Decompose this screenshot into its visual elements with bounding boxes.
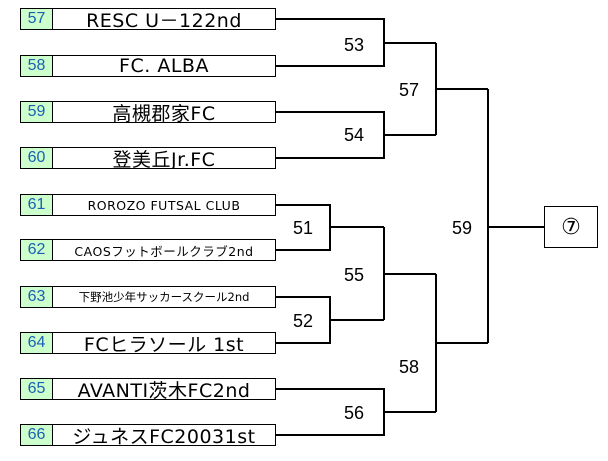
team-name: AVANTI茨木FC2nd [77, 379, 251, 400]
match-number-55: 55 [344, 265, 365, 285]
team-seed: 65 [21, 379, 53, 399]
team-seed: 66 [21, 425, 53, 445]
team-seed: 62 [21, 240, 53, 260]
team-box: 64 FCヒラソール 1st [20, 332, 276, 354]
team-box: 62 CAOSフットボールクラブ2nd [20, 239, 276, 261]
final-result-box: ⑦ [544, 206, 598, 248]
team-seed: 61 [21, 195, 53, 215]
team-name: 登美丘Jr.FC [112, 148, 216, 169]
team-name: RESC U－122nd [86, 9, 242, 30]
team-seed: 63 [21, 287, 53, 307]
team-seed: 58 [21, 56, 53, 76]
team-name: CAOSフットボールクラブ2nd [74, 243, 254, 259]
team-seed: 60 [21, 148, 53, 168]
team-box: 60 登美丘Jr.FC [20, 147, 276, 169]
bracket-line-54 [276, 111, 385, 159]
team-box: 65 AVANTI茨木FC2nd [20, 378, 276, 400]
match-number-59: 59 [452, 218, 473, 238]
team-box: 61 ROROZO FUTSAL CLUB [20, 194, 276, 216]
match-number-58: 58 [399, 357, 420, 377]
team-name: ジュネスFC20031st [72, 425, 256, 446]
bracket-line-56 [276, 388, 385, 436]
match-number-52: 52 [293, 311, 314, 331]
match-number-54: 54 [344, 125, 365, 145]
team-name: FC. ALBA [119, 56, 209, 76]
team-name: 高槻郡家FC [112, 102, 216, 123]
team-name: FCヒラソール 1st [83, 333, 245, 354]
team-box: 59 高槻郡家FC [20, 101, 276, 123]
match-number-57: 57 [399, 80, 420, 100]
bracket-line-53 [276, 18, 385, 67]
team-seed: 64 [21, 333, 53, 353]
match-number-56: 56 [344, 403, 365, 423]
match-number-53: 53 [344, 35, 365, 55]
team-box: 63 下野池少年サッカースクール2nd [20, 286, 276, 308]
team-box: 58 FC. ALBA [20, 55, 276, 77]
team-seed: 57 [21, 9, 53, 29]
team-seed: 59 [21, 102, 53, 122]
team-name: 下野池少年サッカースクール2nd [78, 290, 250, 304]
match-number-51: 51 [293, 218, 314, 238]
team-box: 66 ジュネスFC20031st [20, 424, 276, 446]
team-box: 57 RESC U－122nd [20, 8, 276, 30]
team-name: ROROZO FUTSAL CLUB [87, 197, 241, 213]
